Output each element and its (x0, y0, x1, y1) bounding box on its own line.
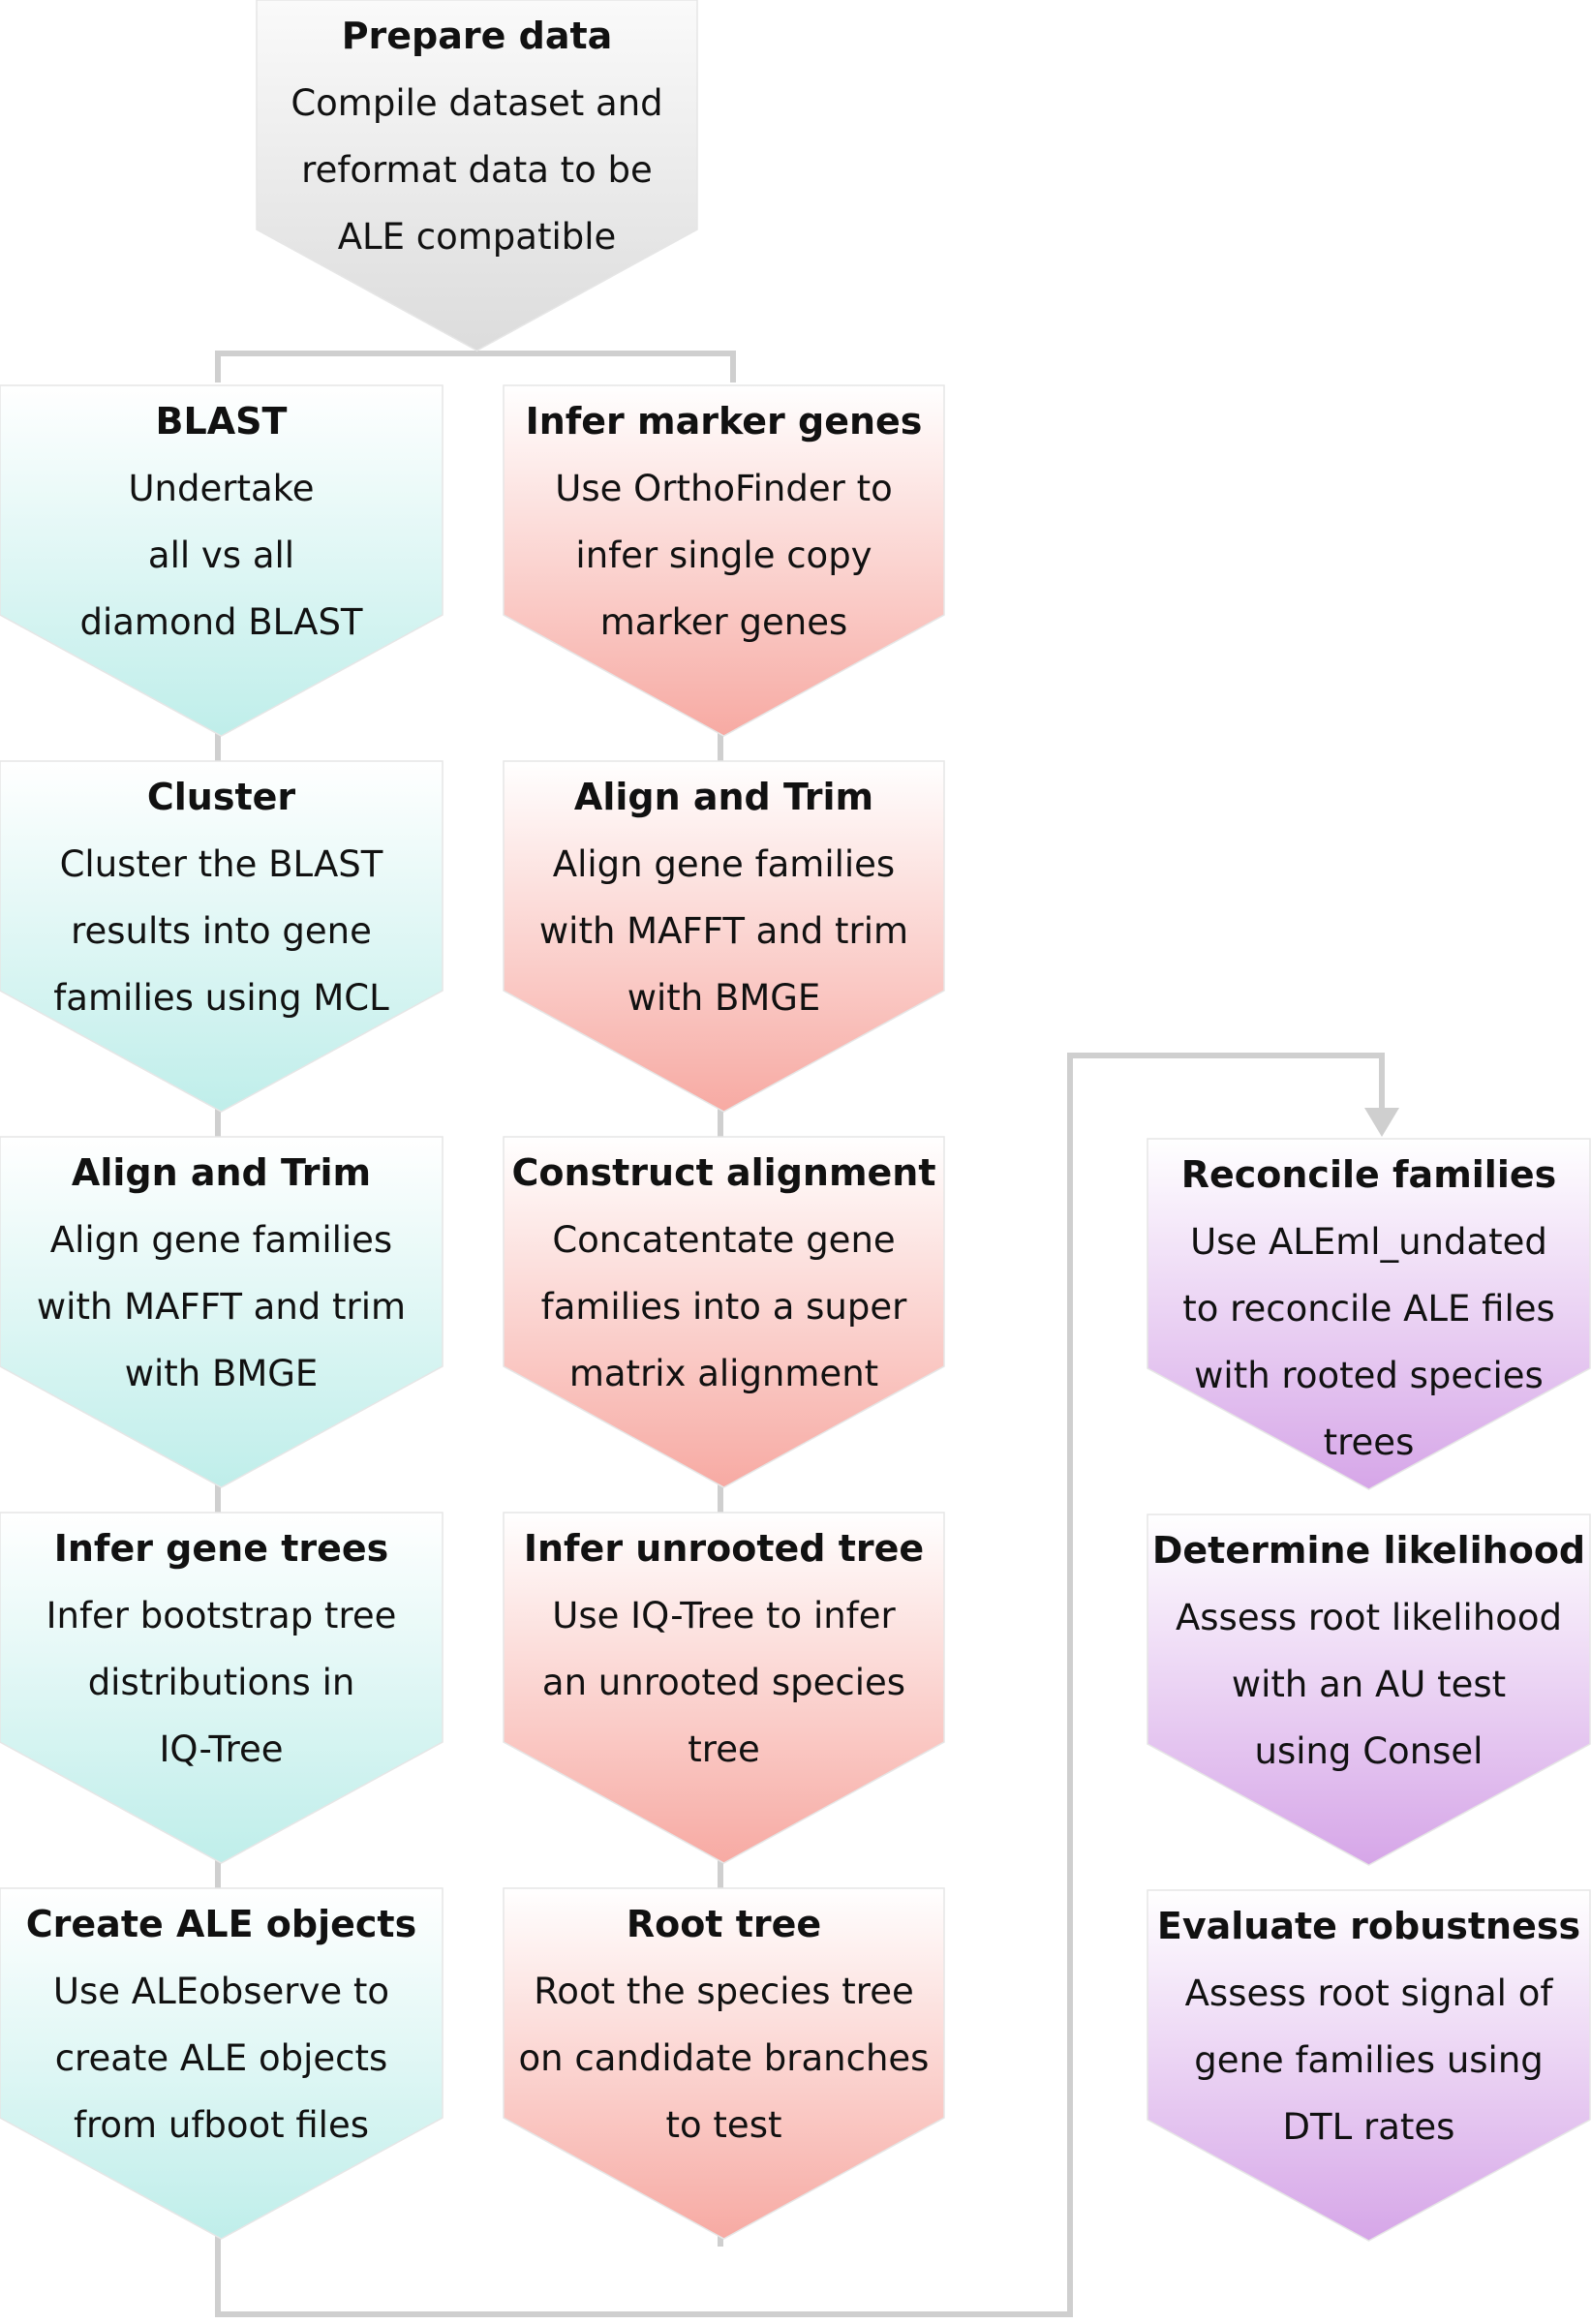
step-title: Infer gene trees (54, 1527, 389, 1570)
step-shape (503, 1512, 945, 1864)
step-description-line: marker genes (600, 601, 848, 643)
step-description-line: families into a super (541, 1286, 907, 1328)
step-description-line: with rooted species (1194, 1355, 1544, 1396)
step-title: Create ALE objects (26, 1903, 416, 1945)
step-description-line: using Consel (1255, 1730, 1484, 1772)
step-shape (503, 384, 945, 737)
arrow-head-icon (1364, 1108, 1399, 1137)
step-description-line: matrix alignment (569, 1353, 878, 1394)
step-description-line: results into gene (71, 910, 372, 952)
step-description-line: Align gene families (50, 1219, 392, 1261)
step-description-line: to test (666, 2104, 782, 2146)
step-description-line: infer single copy (575, 535, 872, 576)
step-description-line: with BMGE (125, 1353, 319, 1394)
step-shape (0, 1887, 444, 2240)
step-shape (0, 760, 444, 1113)
step-title: Cluster (147, 776, 296, 818)
step-shape (256, 0, 698, 352)
step-shape (503, 1887, 945, 2240)
step-description-line: DTL rates (1283, 2106, 1455, 2148)
step-description-line: to reconcile ALE files (1182, 1288, 1555, 1330)
step-description-line: with MAFFT and trim (37, 1286, 406, 1328)
step-title: Infer unrooted tree (524, 1527, 924, 1570)
step-description-line: with BMGE (627, 977, 821, 1019)
step-description-line: ALE compatible (338, 216, 617, 258)
step-description-line: Assess root likelihood (1176, 1597, 1562, 1638)
step-title: Reconcile families (1181, 1153, 1557, 1196)
step-description-line: Compile dataset and (291, 82, 662, 124)
step-description-line: distributions in (88, 1662, 355, 1703)
step-shape (0, 1136, 444, 1488)
step-description-line: Use ALEml_undated (1190, 1221, 1547, 1263)
step-title: Align and Trim (574, 776, 873, 818)
step-description-line: families using MCL (53, 977, 389, 1019)
step-title: BLAST (156, 400, 288, 443)
step-blast: BLAST Undertake all vs all diamond BLAST (0, 384, 444, 737)
step-shape (1147, 1889, 1591, 2242)
step-description-line: an unrooted species (542, 1662, 905, 1703)
step-description-line: Concatentate gene (552, 1219, 895, 1261)
connector-to-reconcile (215, 1053, 1385, 2317)
step-description-line: create ALE objects (55, 2037, 388, 2079)
step-description-line: trees (1324, 1422, 1415, 1463)
step-description-line: from ufboot files (74, 2104, 369, 2146)
step-shape (0, 384, 444, 737)
step-title: Infer marker genes (526, 400, 923, 443)
step-description-line: with an AU test (1232, 1664, 1506, 1705)
step-description-line: reformat data to be (301, 149, 653, 191)
step-shape (503, 1136, 945, 1488)
step-description-line: Infer bootstrap tree (46, 1595, 397, 1636)
step-description-line: Undertake (128, 468, 314, 509)
step-title: Construct alignment (511, 1151, 935, 1194)
step-shape (503, 760, 945, 1113)
step-description-line: Use ALEobserve to (53, 1971, 389, 2012)
step-description-line: on candidate branches (519, 2037, 930, 2079)
step-title: Root tree (627, 1903, 821, 1945)
connector-split (215, 351, 736, 382)
step-description-line: Cluster the BLAST (60, 843, 383, 885)
step-shape (1147, 1514, 1591, 1866)
step-title: Determine likelihood (1152, 1529, 1585, 1572)
step-description-line: all vs all (148, 535, 294, 576)
step-description-line: tree (688, 1728, 759, 1770)
step-title: Evaluate robustness (1157, 1905, 1580, 1947)
step-shape (1147, 1138, 1591, 1490)
step-description-line: diamond BLAST (79, 601, 362, 643)
step-description-line: Assess root signal of (1185, 1972, 1554, 2014)
step-description-line: with MAFFT and trim (539, 910, 908, 952)
step-description-line: Use OrthoFinder to (555, 468, 893, 509)
step-title: Prepare data (342, 15, 613, 57)
step-title: Align and Trim (72, 1151, 371, 1194)
step-description-line: IQ-Tree (159, 1728, 283, 1770)
step-description-line: Root the species tree (534, 1971, 913, 2012)
step-description-line: Use IQ-Tree to infer (552, 1595, 896, 1636)
step-description-line: gene families using (1194, 2039, 1544, 2081)
step-description-line: Align gene families (553, 843, 895, 885)
step-shape (0, 1512, 444, 1864)
